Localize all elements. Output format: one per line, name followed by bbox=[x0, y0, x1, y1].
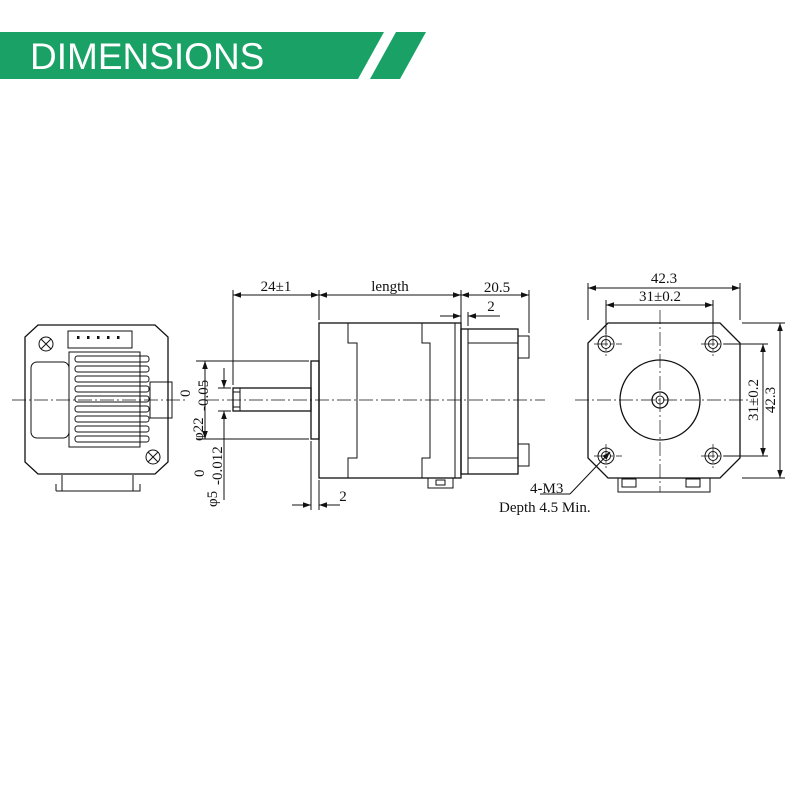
rear-view bbox=[12, 324, 188, 492]
dim-flange-step: 2 bbox=[339, 489, 347, 505]
dim-hole-callout: 4-M3 bbox=[530, 481, 563, 497]
connector bbox=[67, 330, 133, 349]
banner-stripe bbox=[370, 32, 426, 79]
front-flange-outline bbox=[587, 322, 741, 479]
dim-hole-depth: Depth 4.5 Min. bbox=[499, 500, 591, 516]
connector-pins bbox=[77, 336, 120, 339]
dim-shaft-tol-upper: 0 bbox=[192, 470, 208, 478]
screw-bottom-right bbox=[145, 449, 161, 465]
front-view bbox=[575, 310, 752, 493]
banner-bar bbox=[0, 32, 384, 79]
page-title: DIMENSIONS bbox=[30, 36, 264, 77]
dim-shaft-extension: 24±1 bbox=[261, 279, 292, 295]
dim-shaft-diameter: φ5 bbox=[205, 491, 221, 507]
dimension-labels: 24±1 length 20.5 2 2 φ22 0 -0.05 φ5 0 -0… bbox=[178, 271, 779, 516]
screw-top-left bbox=[38, 336, 54, 352]
header-banner: DIMENSIONS bbox=[0, 32, 426, 79]
mount-foot bbox=[427, 477, 454, 489]
dim-shaft-tol-lower: -0.012 bbox=[210, 446, 226, 485]
dim-hole-spacing-h: 31±0.2 bbox=[639, 289, 681, 305]
dim-pilot-diameter: φ22 bbox=[191, 417, 207, 441]
heatsink-block bbox=[68, 351, 141, 448]
dim-rear-step: 2 bbox=[487, 299, 495, 315]
shaft bbox=[232, 387, 312, 412]
dimension-lines bbox=[196, 283, 785, 510]
dim-pilot-tol-lower: -0.05 bbox=[196, 380, 212, 411]
side-view bbox=[205, 322, 545, 489]
dim-hole-spacing-v: 31±0.2 bbox=[746, 379, 762, 421]
dim-rear-length: 20.5 bbox=[484, 280, 510, 296]
heatsink-fins bbox=[74, 355, 150, 443]
rear-housing-outline bbox=[24, 324, 169, 475]
driver-housing bbox=[460, 328, 519, 475]
dim-front-height: 42.3 bbox=[763, 387, 779, 413]
dim-pilot-tol-upper: 0 bbox=[178, 390, 194, 398]
dim-body-length: length bbox=[371, 279, 409, 295]
motor-body bbox=[318, 322, 462, 479]
dim-front-width: 42.3 bbox=[651, 271, 677, 287]
